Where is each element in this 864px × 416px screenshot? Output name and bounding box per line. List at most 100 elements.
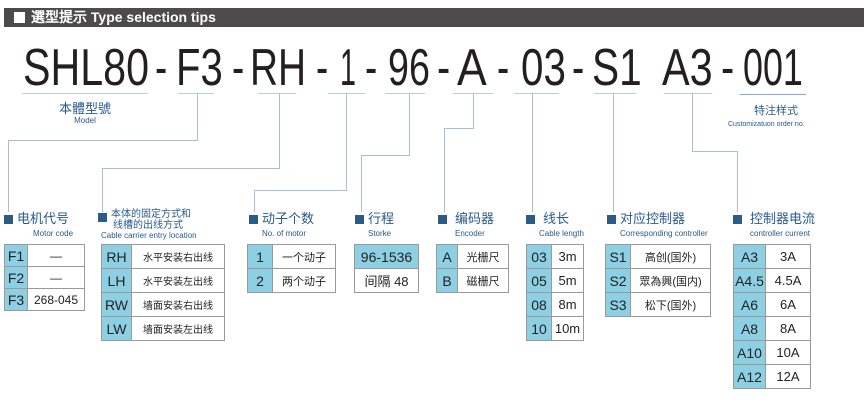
custom-label-en: Customizatuon order no. — [728, 121, 805, 128]
square-icon — [438, 215, 447, 224]
heading-en: No. of motor — [262, 229, 307, 238]
heading-encoder: 编码器 Encoder — [438, 211, 494, 239]
table-row: F1— — [4, 244, 85, 267]
option-code: A8 — [733, 316, 766, 341]
code-segment: 96 — [388, 39, 430, 97]
square-icon — [526, 215, 535, 224]
option-description: 墙面安装左出线 — [131, 316, 225, 341]
code-separator: - — [232, 39, 245, 97]
code-separator: - — [155, 39, 168, 97]
code-separator: - — [437, 39, 451, 97]
option-description: — — [27, 244, 85, 267]
option-code: F1 — [4, 244, 28, 267]
heading-zh: 电机代号 — [17, 211, 70, 226]
heading-en: Encoder — [455, 229, 485, 238]
option-code: LW — [101, 316, 132, 341]
option-description: 水平安装右出线 — [131, 244, 225, 269]
option-description: — — [27, 266, 85, 289]
underline — [385, 93, 425, 94]
heading-en: Cable carrier entry location — [101, 231, 197, 240]
option-code: A4.5 — [733, 268, 766, 293]
code-segment: A — [457, 39, 487, 97]
option-code: 08 — [526, 292, 552, 317]
underline — [178, 93, 214, 94]
square-icon — [98, 213, 107, 222]
heading-zh: 控制器电流 — [750, 211, 816, 226]
heading-zh2: 线槽的出线方式 — [113, 220, 183, 231]
stroke-range: 96-1536 — [354, 244, 419, 269]
option-description: 268-045 — [27, 288, 85, 311]
option-code: 05 — [526, 268, 552, 293]
heading-zh: 编码器 — [455, 211, 495, 226]
option-description: 3A — [765, 244, 811, 269]
heading-zh: 本体的固定方式和 — [111, 209, 191, 220]
option-description: 墙面安装右出线 — [131, 292, 225, 317]
option-description: 松下(国外) — [630, 292, 711, 317]
code-segment: F3 — [176, 39, 223, 97]
model-label-en: Model — [74, 116, 96, 125]
option-code: LH — [101, 268, 132, 293]
option-description: 高创(国外) — [630, 244, 711, 269]
underline — [514, 93, 559, 94]
stroke-interval: 间隔 48 — [354, 268, 419, 293]
option-code: B — [436, 268, 458, 293]
underline — [258, 93, 296, 94]
option-description: 一个动子 — [272, 244, 336, 269]
option-code: S2 — [605, 268, 631, 293]
heading-zh: 对应控制器 — [620, 211, 686, 226]
heading-motor-code: 电机代号 Motor code — [4, 211, 73, 239]
underline — [664, 93, 712, 94]
option-description: 8m — [551, 292, 584, 317]
heading-en: Corresponding controller — [620, 229, 708, 238]
heading-en: Motor code — [33, 229, 74, 238]
code-separator: - — [572, 39, 585, 97]
square-icon — [607, 215, 616, 224]
code-separator: - — [721, 39, 735, 97]
code-segment: A3 — [662, 39, 713, 97]
heading-controller: 对应控制器 Corresponding controller — [607, 211, 708, 239]
option-code: 2 — [247, 268, 273, 293]
square-icon — [14, 12, 25, 23]
custom-label: 特注样式 — [754, 105, 798, 117]
option-code: 10 — [526, 316, 552, 341]
option-code: RH — [101, 244, 132, 269]
option-description: 10m — [551, 316, 584, 341]
underline — [740, 94, 806, 95]
section-title: 選型提示 Type selection tips — [31, 9, 216, 25]
code-separator: - — [316, 39, 329, 97]
option-code: A — [436, 244, 458, 269]
code-segment: S1 — [592, 39, 642, 97]
option-description: 12A — [765, 364, 811, 389]
code-segment: 001 — [743, 39, 803, 97]
model-label: 本體型號 — [58, 101, 111, 116]
square-icon — [733, 215, 742, 224]
code-separator: - — [497, 39, 510, 97]
option-code: S1 — [605, 244, 631, 269]
option-code: 03 — [526, 244, 552, 269]
stroke-table: 96-1536 间隔 48 — [354, 244, 419, 293]
heading-zh: 行程 — [368, 211, 395, 226]
code-segment: SHL80 — [23, 39, 149, 97]
option-code: F3 — [4, 288, 28, 311]
